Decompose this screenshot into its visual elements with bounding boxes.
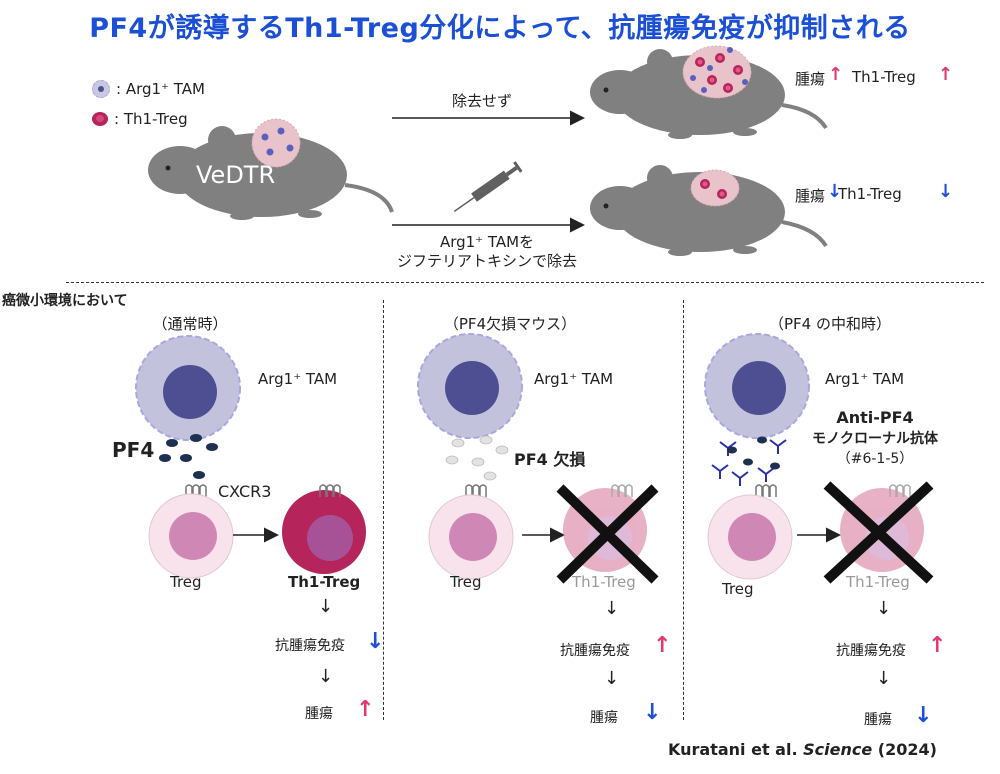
cxcr3-receptor-icon <box>465 484 487 497</box>
bottom-result-treg: Th1-Treg <box>838 185 902 203</box>
removal-label-2: ジフテリアトキシンで除去 <box>396 252 577 270</box>
pf4-molecules-icon <box>159 434 218 479</box>
page-title: PF4が誘導するTh1-Treg分化によって、抗腫瘍免疫が抑制される <box>89 13 911 44</box>
panel2-immunity-label: 抗腫瘍免疫 <box>560 643 630 659</box>
top-result-treg: Th1-Treg <box>852 68 916 86</box>
tam-legend-icon <box>92 80 110 98</box>
vedtr-mouse-icon <box>148 126 394 220</box>
panel3-heading: （PF4 の中和時） <box>769 315 891 333</box>
panel3-tumor-label: 腫瘍 <box>864 712 892 728</box>
cxcr3-label: CXCR3 <box>218 482 272 501</box>
pf4-missing-icon <box>445 435 509 481</box>
panel3-tam-label: Arg1⁺ TAM <box>825 370 905 388</box>
th1treg-legend-icon <box>92 112 108 126</box>
down-arrow-icon: ↓ <box>643 700 662 725</box>
citation-journal: Science <box>803 740 873 759</box>
pf4-bound-icon <box>727 436 780 470</box>
down-arrow-icon: ↓ <box>604 598 620 619</box>
antibody-label-2: モノクローナル抗体 <box>812 431 938 447</box>
up-arrow-icon: ↑ <box>653 633 672 658</box>
pf4-label: PF4 <box>112 438 155 462</box>
up-arrow-icon: ↑ <box>938 64 954 85</box>
cxcr3-receptor-icon <box>185 484 207 497</box>
removal-label-1: Arg1⁺ TAMを <box>439 233 535 251</box>
tam-cell-icon <box>704 333 810 439</box>
panel1-treg-label: Treg <box>170 573 202 591</box>
panel-divider <box>683 300 684 720</box>
panel1-heading: （通常時） <box>152 315 228 333</box>
down-arrow-icon: ↓ <box>366 629 385 654</box>
panel3-treg-label: Treg <box>722 580 754 598</box>
cxcr3-receptor-icon <box>319 484 341 497</box>
citation-authors: Kuratani et al. <box>668 740 798 759</box>
panel2-treg-label: Treg <box>450 573 482 591</box>
tumor-large-icon <box>682 45 752 99</box>
th1treg-cell-icon <box>282 490 366 574</box>
cxcr3-receptor-icon <box>755 484 777 497</box>
cross-icon <box>823 481 934 584</box>
up-arrow-icon: ↑ <box>828 64 844 85</box>
legend-treg: : Th1-Treg <box>92 110 188 128</box>
experiment-graphic <box>148 45 828 256</box>
down-arrow-icon: ↓ <box>318 596 334 617</box>
citation-year: (2024) <box>877 740 937 759</box>
cxcr3-receptor-icon <box>611 484 633 497</box>
cross-icon <box>556 484 659 584</box>
antibody-label-1: Anti-PF4 <box>836 408 914 427</box>
treg-cell-icon <box>707 494 793 580</box>
panel-divider <box>383 300 384 720</box>
down-arrow-icon: ↓ <box>318 666 334 687</box>
panel2-tam-label: Arg1⁺ TAM <box>534 370 614 388</box>
up-arrow-icon: ↑ <box>928 633 947 658</box>
no-removal-label: 除去せず <box>452 92 513 110</box>
down-arrow-icon: ↓ <box>827 181 843 202</box>
legend-tam: : Arg1⁺ TAM <box>92 80 205 98</box>
top-result-tumor: 腫瘍 <box>795 70 826 88</box>
down-arrow-icon: ↓ <box>876 668 892 689</box>
mouse-small-tumor-icon <box>590 165 828 256</box>
down-arrow-icon: ↓ <box>938 181 954 202</box>
legend-tam-label: : Arg1⁺ TAM <box>116 80 205 98</box>
treg-cell-icon <box>428 494 514 580</box>
legend-treg-label: : Th1-Treg <box>114 110 188 128</box>
panel3-th1treg-label: Th1-Treg <box>846 573 910 591</box>
tumor-reduced-icon <box>690 169 740 207</box>
tam-cell-icon <box>417 333 523 439</box>
horizontal-divider <box>66 282 984 283</box>
mouse-label: VeDTR <box>196 161 276 189</box>
bottom-result-tumor: 腫瘍 <box>795 187 826 205</box>
down-arrow-icon: ↓ <box>876 598 892 619</box>
panel2-tumor-label: 腫瘍 <box>590 710 618 726</box>
panel1-tumor-label: 腫瘍 <box>305 706 333 722</box>
cxcr3-receptor-icon <box>889 484 911 497</box>
section-label: 癌微小環境において <box>2 293 128 309</box>
treg-cell-icon <box>148 493 234 579</box>
pf4-deficient-label: PF4 欠損 <box>514 450 586 469</box>
panel2-th1treg-label: Th1-Treg <box>572 573 636 591</box>
up-arrow-icon: ↑ <box>356 697 375 722</box>
down-arrow-icon: ↓ <box>604 668 620 689</box>
panel2-heading: （PF4欠損マウス） <box>443 315 577 333</box>
panel1-th1treg-label: Th1-Treg <box>288 573 361 591</box>
panel1-immunity-label: 抗腫瘍免疫 <box>275 638 345 654</box>
panel1-tam-label: Arg1⁺ TAM <box>258 370 338 388</box>
down-arrow-icon: ↓ <box>914 703 933 728</box>
antibody-label-3: （#6-1-5） <box>836 451 914 467</box>
citation: Kuratani et al. Science (2024) <box>668 740 937 759</box>
syringe-icon <box>453 161 523 212</box>
panel3-immunity-label: 抗腫瘍免疫 <box>836 643 906 659</box>
tam-cell-icon <box>135 335 241 441</box>
tumor-small-icon <box>251 118 301 168</box>
